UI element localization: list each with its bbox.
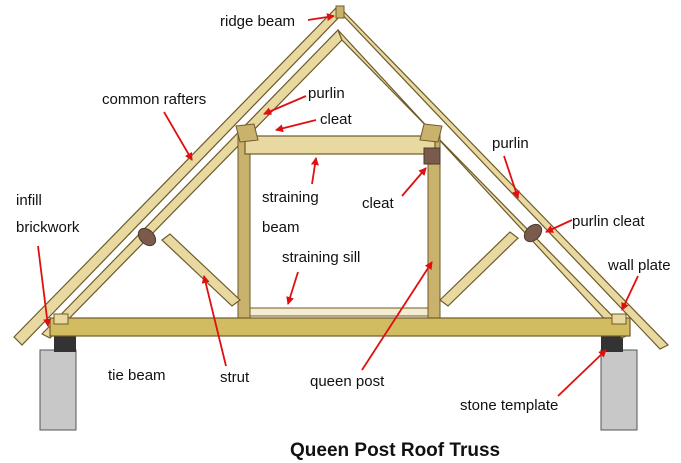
- leader-cleat-top: [275, 119, 317, 133]
- stone-template-left: [54, 336, 76, 352]
- wall-plate-left: [53, 313, 69, 325]
- queen-post-left: [237, 129, 251, 321]
- wall-plate-right: [611, 313, 627, 325]
- label-common-rafters: common rafters: [102, 91, 206, 108]
- label-beam: beam: [262, 219, 300, 236]
- leader-purlin-right: [503, 155, 520, 199]
- purlin-cleat-right: [523, 223, 543, 243]
- label-ridge-beam: ridge beam: [220, 13, 295, 30]
- label-brickwork: brickwork: [16, 219, 80, 236]
- label-queen-post: queen post: [310, 373, 385, 390]
- leader-wall-plate: [621, 275, 639, 311]
- label-straining: straining: [262, 189, 319, 206]
- leader-stone-template: [557, 349, 607, 397]
- label-stone-template: stone template: [460, 397, 558, 414]
- straining-beam: [244, 135, 436, 155]
- ridge-beam: [335, 5, 345, 19]
- stone-template-right: [601, 336, 623, 352]
- purlin-left-block: [235, 123, 259, 143]
- rafter-right: [335, 7, 670, 350]
- purlin-right-block: [419, 123, 443, 143]
- strut-right: [439, 231, 519, 307]
- stone-pier-right: [600, 349, 638, 431]
- leader-purlin-left: [263, 95, 307, 115]
- leader-common-rafters: [163, 111, 193, 161]
- rafter-left-inner: [40, 28, 343, 339]
- leader-straining-sill: [286, 271, 299, 305]
- strut-left: [161, 233, 241, 307]
- diagram-title: Queen Post Roof Truss: [290, 440, 500, 461]
- rafter-left: [13, 7, 345, 346]
- leader-infill: [37, 245, 52, 327]
- purlin-cleat-left: [137, 227, 157, 247]
- rafter-right-inner: [337, 29, 632, 339]
- label-purlin-left: purlin: [308, 85, 345, 102]
- label-infill: infill: [16, 192, 42, 209]
- label-purlin-right: purlin: [492, 135, 529, 152]
- leader-cleat-mid: [401, 167, 427, 197]
- straining-sill: [249, 307, 429, 317]
- cleat-right: [423, 147, 441, 165]
- label-tie-beam: tie beam: [108, 367, 166, 384]
- leader-queen-post: [361, 261, 433, 371]
- label-wall-plate: wall plate: [607, 257, 671, 274]
- leader-straining-beam: [310, 157, 319, 185]
- stone-pier-left: [39, 349, 77, 431]
- label-cleat-top: cleat: [320, 111, 353, 128]
- label-strut: strut: [220, 369, 250, 386]
- leader-purlin-cleat: [545, 219, 573, 233]
- label-cleat-mid: cleat: [362, 195, 395, 212]
- tie-beam: [49, 317, 631, 337]
- label-straining-sill: straining sill: [282, 249, 360, 266]
- label-purlin-cleat: purlin cleat: [572, 213, 645, 230]
- leader-ridge-beam: [307, 13, 335, 22]
- leader-strut: [201, 275, 227, 367]
